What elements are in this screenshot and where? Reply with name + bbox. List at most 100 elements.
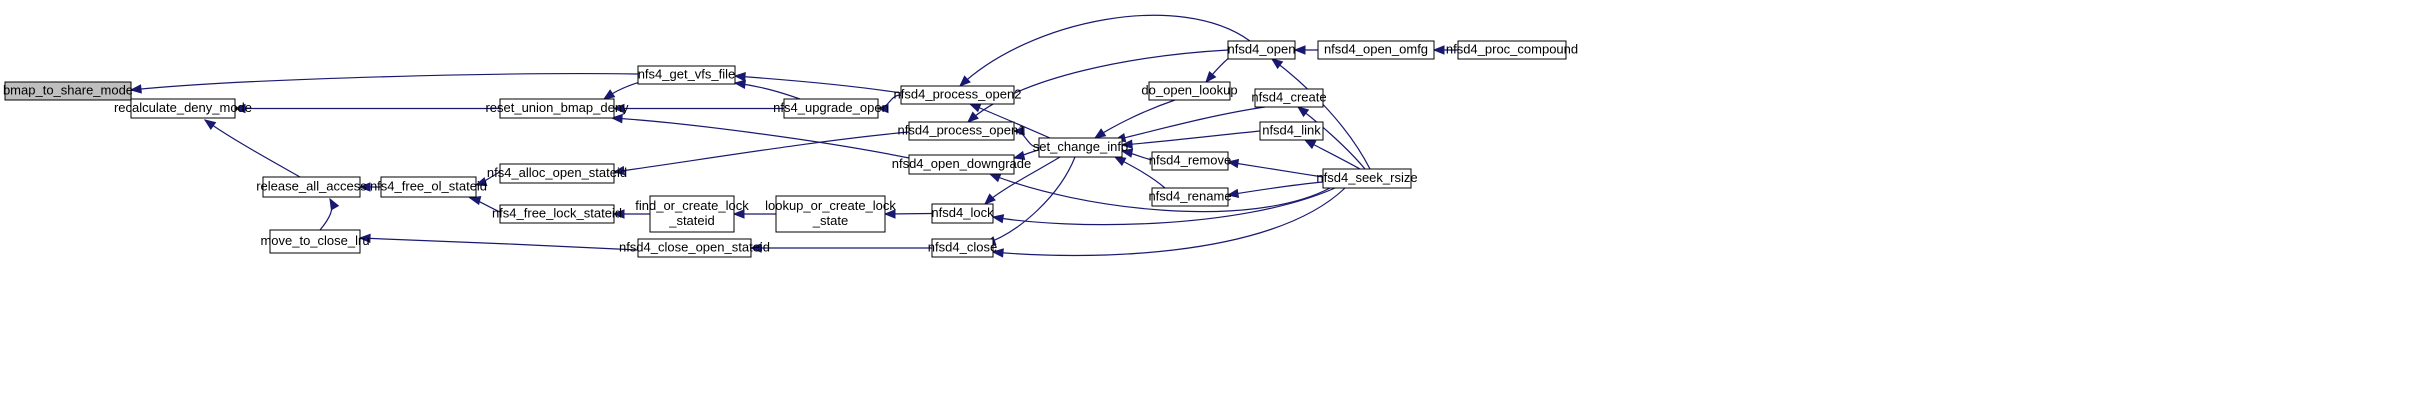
node-reset_union_bmap_deny[interactable]: reset_union_bmap_deny xyxy=(485,98,629,119)
arrowhead xyxy=(1293,45,1306,55)
node-label: nfsd4_open xyxy=(1228,42,1296,57)
node-recalculate_deny_mode[interactable]: recalculate_deny_mode xyxy=(114,98,252,119)
arrowhead xyxy=(612,103,625,114)
node-nfsd4_close_open_stateid[interactable]: nfsd4_close_open_stateid xyxy=(619,238,770,258)
node-label: bmap_to_share_mode xyxy=(3,83,133,98)
node-nfsd4_open_downgrade[interactable]: nfsd4_open_downgrade xyxy=(892,154,1032,175)
edge-line xyxy=(734,75,902,94)
edge-set_change_info-to-nfsd4_open_downgrade xyxy=(1012,149,1040,161)
node-nfsd4_proc_compound[interactable]: nfsd4_proc_compound xyxy=(1446,40,1578,60)
node-label: nfsd4_close xyxy=(928,240,997,255)
arrowhead xyxy=(883,209,896,219)
node-find_or_create_lock_stateid[interactable]: find_or_create_lock_stateid xyxy=(635,195,749,233)
node-bmap_to_share_mode[interactable]: bmap_to_share_mode xyxy=(3,81,133,101)
edge-lookup_or_create_lock_state-to-find_or_create_lock_stateid xyxy=(732,209,776,219)
arrowhead xyxy=(1120,148,1134,158)
arrowhead xyxy=(358,182,371,192)
arrowhead xyxy=(602,89,616,100)
edge-release_all_access-to-recalculate_deny_mode xyxy=(203,119,301,178)
node-label: nfsd4_link xyxy=(1262,123,1321,138)
node-nfsd4_process_open1[interactable]: nfsd4_process_open1 xyxy=(898,121,1026,141)
node-release_all_access[interactable]: release_all_access xyxy=(256,176,367,198)
node-label: nfsd4_proc_compound xyxy=(1446,42,1578,57)
arrowhead xyxy=(876,103,889,114)
edge-nfsd4_open_omfg-to-nfsd4_open xyxy=(1293,45,1318,55)
edge-nfs4_upgrade_open-to-nfs4_get_vfs_file xyxy=(733,79,801,100)
edge-nfsd4_seek_rsize-to-nfsd4_remove xyxy=(1226,158,1324,178)
arrowhead xyxy=(1296,106,1310,118)
edge-nfsd4_create-to-set_change_info xyxy=(1113,106,1266,143)
node-nfs4_alloc_open_stateid[interactable]: nfs4_alloc_open_stateid xyxy=(487,163,627,184)
node-nfsd4_rename[interactable]: nfsd4_rename xyxy=(1148,187,1232,207)
node-nfsd4_open_omfg[interactable]: nfsd4_open_omfg xyxy=(1317,40,1435,60)
arrowhead xyxy=(991,214,1005,224)
node-box xyxy=(4,81,132,101)
arrowhead xyxy=(610,113,623,124)
node-label: nfsd4_open_downgrade xyxy=(892,156,1032,171)
arrowhead xyxy=(1226,188,1240,199)
edge-line xyxy=(967,49,1229,123)
edge-nfsd4_open_downgrade-to-reset_union_bmap_deny xyxy=(610,113,910,159)
edge-nfsd4_proc_compound-to-nfsd4_open_omfg xyxy=(1432,45,1458,55)
node-label: release_all_access xyxy=(256,179,367,194)
arrowhead xyxy=(233,103,246,114)
arrowhead xyxy=(474,177,488,187)
node-box xyxy=(1151,187,1229,207)
node-box xyxy=(1254,88,1324,108)
node-nfsd4_link[interactable]: nfsd4_link xyxy=(1259,121,1324,141)
node-set_change_info[interactable]: set_change_info xyxy=(1033,137,1128,158)
arrowhead xyxy=(991,248,1004,258)
node-label: reset_union_bmap_deny xyxy=(485,100,629,115)
arrowhead xyxy=(967,111,979,123)
node-label: do_open_lookup xyxy=(1141,83,1237,98)
node-box xyxy=(637,65,736,85)
node-do_open_lookup[interactable]: do_open_lookup xyxy=(1141,81,1238,101)
arrowhead xyxy=(203,119,217,130)
arrowhead xyxy=(612,165,626,176)
node-nfs4_get_vfs_file[interactable]: nfs4_get_vfs_file xyxy=(637,65,736,85)
edge-line xyxy=(130,73,639,91)
node-box xyxy=(649,195,735,233)
edge-nfsd4_seek_rsize-to-nfsd4_lock xyxy=(991,187,1336,226)
node-box xyxy=(1457,40,1567,60)
node-box xyxy=(908,154,1015,175)
node-box xyxy=(931,238,994,258)
node-label: nfs4_free_lock_stateid xyxy=(492,206,622,221)
arrowhead xyxy=(612,209,625,219)
node-box xyxy=(783,98,879,119)
edge-nfsd4_link-to-set_change_info xyxy=(1120,130,1261,149)
node-label: set_change_info xyxy=(1033,139,1128,154)
arrowhead xyxy=(1270,58,1284,70)
node-label: _state xyxy=(812,213,848,228)
arrowhead xyxy=(1432,45,1445,55)
node-nfsd4_remove[interactable]: nfsd4_remove xyxy=(1149,151,1231,171)
edge-nfs4_alloc_open_stateid-to-nfs4_free_ol_stateid xyxy=(474,171,501,187)
node-nfs4_free_lock_stateid[interactable]: nfs4_free_lock_stateid xyxy=(492,204,622,224)
arrowhead xyxy=(984,193,996,205)
nodes-layer: bmap_to_share_moderecalculate_deny_moder… xyxy=(3,40,1578,258)
node-label: nfsd4_open_omfg xyxy=(1324,42,1428,57)
node-nfsd4_lock[interactable]: nfsd4_lock xyxy=(931,203,994,224)
node-lookup_or_create_lock_state[interactable]: lookup_or_create_lock_state xyxy=(765,195,896,233)
edge-nfsd4_seek_rsize-to-nfsd4_rename xyxy=(1226,181,1324,199)
node-nfsd4_close[interactable]: nfsd4_close xyxy=(928,238,997,258)
node-nfs4_upgrade_open[interactable]: nfs4_upgrade_open xyxy=(773,98,889,119)
node-box xyxy=(1317,40,1435,60)
node-nfsd4_open[interactable]: nfsd4_open xyxy=(1227,40,1296,60)
node-move_to_close_lru[interactable]: move_to_close_lru xyxy=(260,229,370,254)
edge-move_to_close_lru-to-release_all_access xyxy=(319,197,340,231)
node-nfs4_free_ol_stateid[interactable]: nfs4_free_ol_stateid xyxy=(370,176,487,198)
edge-line xyxy=(1227,181,1324,196)
node-box xyxy=(1227,40,1296,60)
arrowhead xyxy=(329,197,340,211)
edge-line xyxy=(1121,130,1261,146)
edge-line xyxy=(992,187,1336,226)
node-nfsd4_process_open2[interactable]: nfsd4_process_open2 xyxy=(894,85,1022,105)
node-label: nfsd4_create xyxy=(1251,90,1326,105)
edge-line xyxy=(204,119,301,178)
edge-nfsd4_seek_rsize-to-nfsd4_close xyxy=(991,187,1346,258)
node-nfsd4_seek_rsize[interactable]: nfsd4_seek_rsize xyxy=(1316,168,1418,189)
node-label: recalculate_deny_mode xyxy=(114,100,252,115)
node-nfsd4_create[interactable]: nfsd4_create xyxy=(1251,88,1327,108)
arrowhead xyxy=(1012,126,1025,136)
